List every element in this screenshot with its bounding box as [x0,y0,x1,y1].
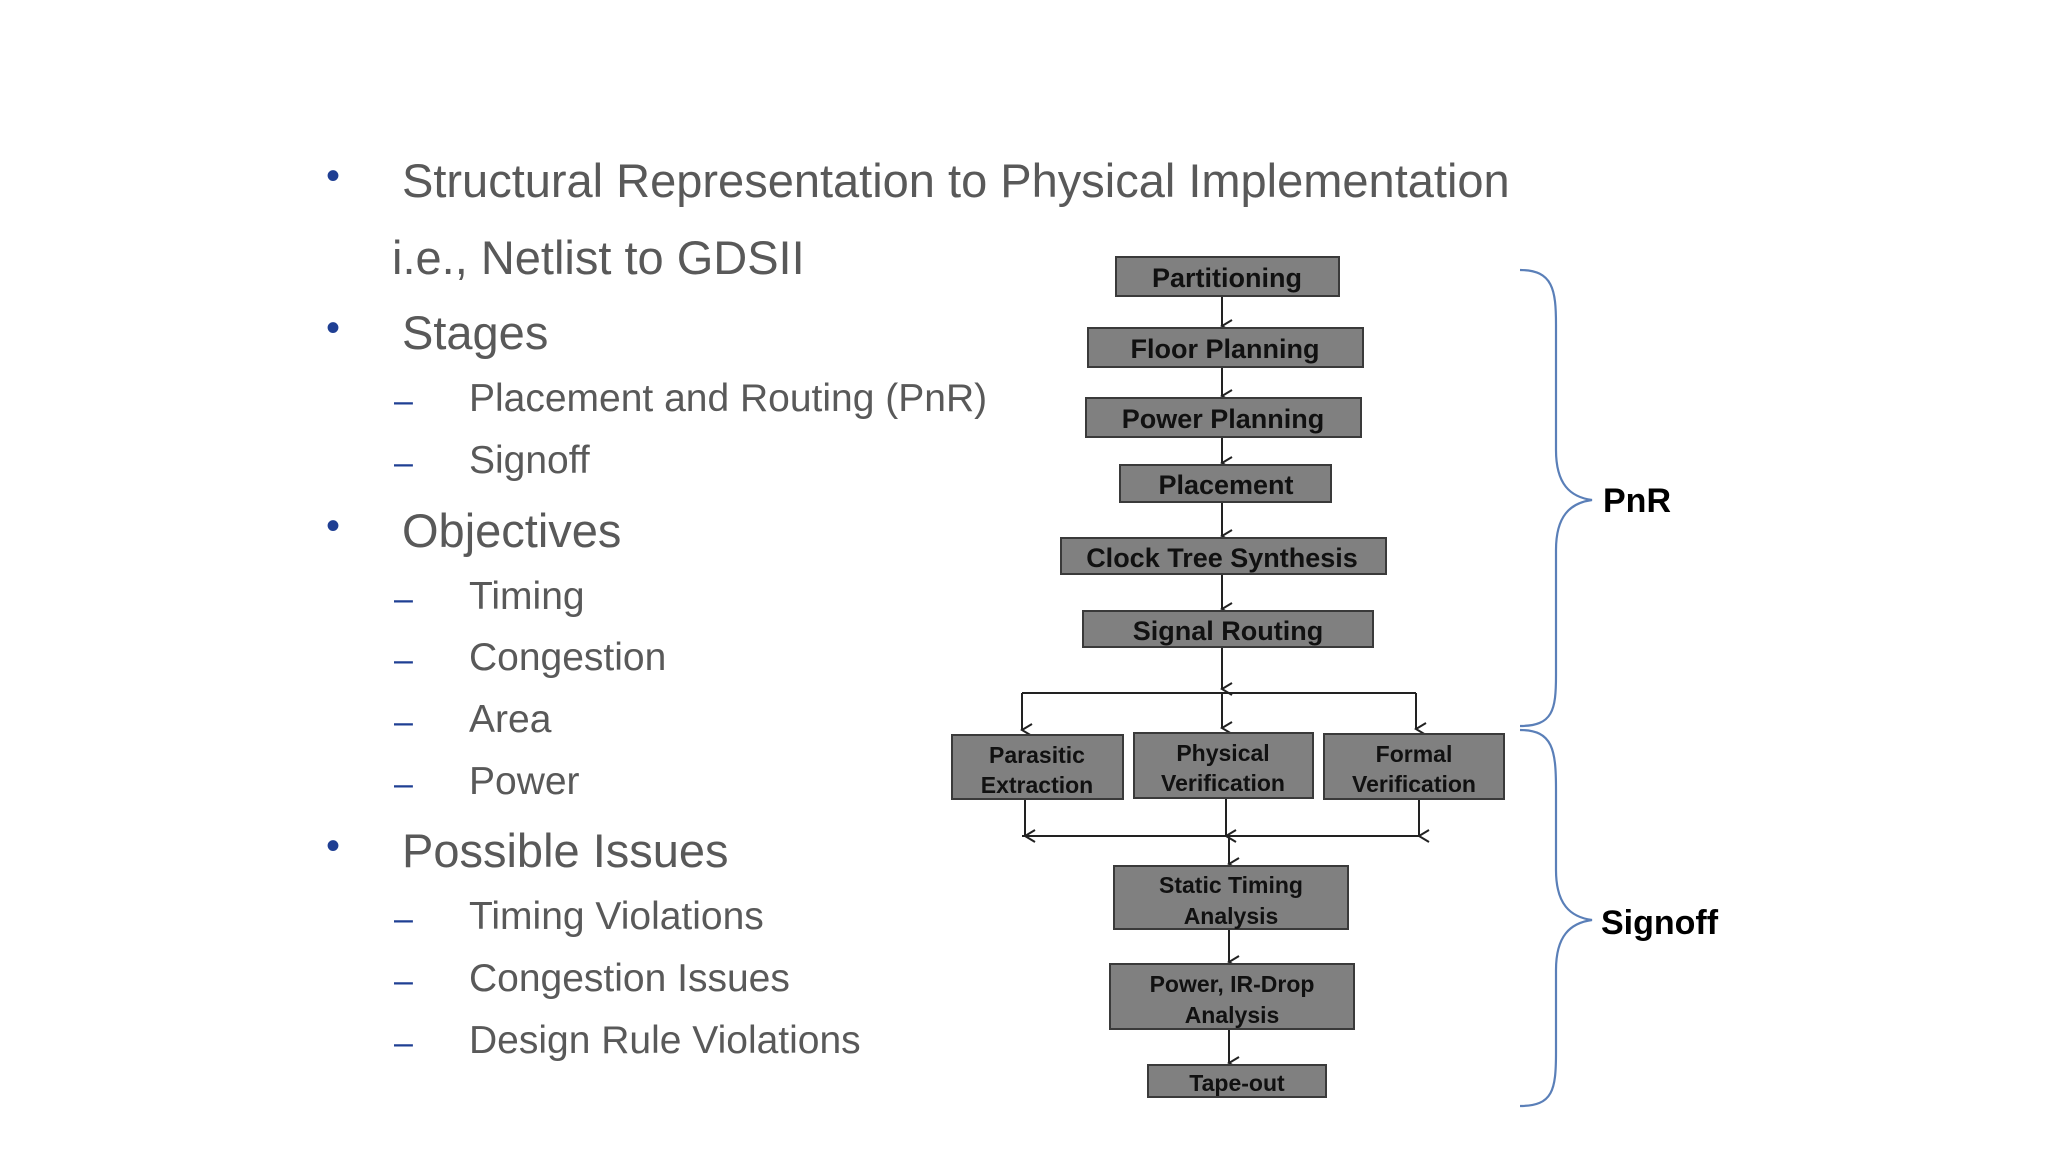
box-label: Power Planning [1122,404,1325,434]
box-label: Physical [1176,740,1269,766]
flow-box-clock-tree-synthesis: Clock Tree Synthesis [1060,537,1387,575]
flow-box-partitioning: Partitioning [1115,256,1340,297]
dash-marker: – [394,765,413,803]
sub-item-area: Area [469,698,552,741]
dash-marker: – [394,641,413,679]
bullet-structural-cont: i.e., Netlist to GDSII [392,231,805,284]
flow-box-parasitic-extraction: Parasitic Extraction [951,734,1124,800]
box-label: Verification [1161,770,1285,796]
dash-marker: – [394,580,413,618]
flow-connectors [1020,296,1430,1070]
box-label: Analysis [1184,903,1279,929]
flow-box-static-timing-analysis: Static Timing Analysis [1113,865,1349,930]
dash-marker: – [394,444,413,482]
brace-label-pnr: PnR [1603,482,1671,520]
box-label: Partitioning [1152,263,1302,293]
box-label: Placement [1158,470,1293,500]
flow-box-power-ir-drop-analysis: Power, IR-Drop Analysis [1109,963,1355,1030]
box-label: Static Timing [1159,872,1303,898]
box-label: Signal Routing [1133,616,1323,646]
sub-item-timing: Timing [469,575,585,618]
flow-box-physical-verification: Physical Verification [1133,732,1314,799]
sub-item-signoff: Signoff [469,439,590,482]
box-label: Power, IR-Drop [1150,971,1315,997]
bullet-objectives: Objectives [402,504,622,557]
dash-marker: – [394,1024,413,1062]
box-label: Clock Tree Synthesis [1086,543,1358,573]
dash-marker: – [394,703,413,741]
sub-item-pnr: Placement and Routing (PnR) [469,377,988,420]
dash-marker: – [394,900,413,938]
flow-box-floor-planning: Floor Planning [1087,327,1364,368]
flow-box-signal-routing: Signal Routing [1082,610,1374,648]
pnr-brace [1519,268,1593,728]
brace-label-signoff: Signoff [1601,904,1719,942]
bullet-possible-issues: Possible Issues [402,824,729,877]
sub-item-congestion: Congestion [469,636,667,679]
box-label: Analysis [1185,1002,1280,1028]
bullet-stages: Stages [402,306,549,359]
flow-box-tape-out: Tape-out [1147,1064,1327,1098]
bullet-marker: • [326,306,341,350]
box-label: Floor Planning [1131,334,1320,364]
dash-marker: – [394,382,413,420]
sub-item-power: Power [469,760,580,803]
bullet-marker: • [326,824,341,868]
signoff-brace [1519,728,1593,1108]
flow-box-formal-verification: Formal Verification [1323,733,1505,800]
bullet-structural: Structural Representation to Physical Im… [402,154,1510,207]
sub-item-timing-violations: Timing Violations [469,895,764,938]
bullet-marker: • [326,154,341,198]
flow-box-placement: Placement [1119,464,1332,503]
flow-box-power-planning: Power Planning [1085,397,1362,438]
dash-marker: – [394,962,413,1000]
box-label: Formal [1376,741,1453,767]
box-label: Tape-out [1189,1070,1285,1096]
box-label: Verification [1352,771,1476,797]
bullet-marker: • [326,504,341,548]
sub-item-drv: Design Rule Violations [469,1019,861,1062]
sub-item-congestion-issues: Congestion Issues [469,957,790,1000]
box-label: Parasitic [989,742,1085,768]
box-label: Extraction [981,772,1093,798]
